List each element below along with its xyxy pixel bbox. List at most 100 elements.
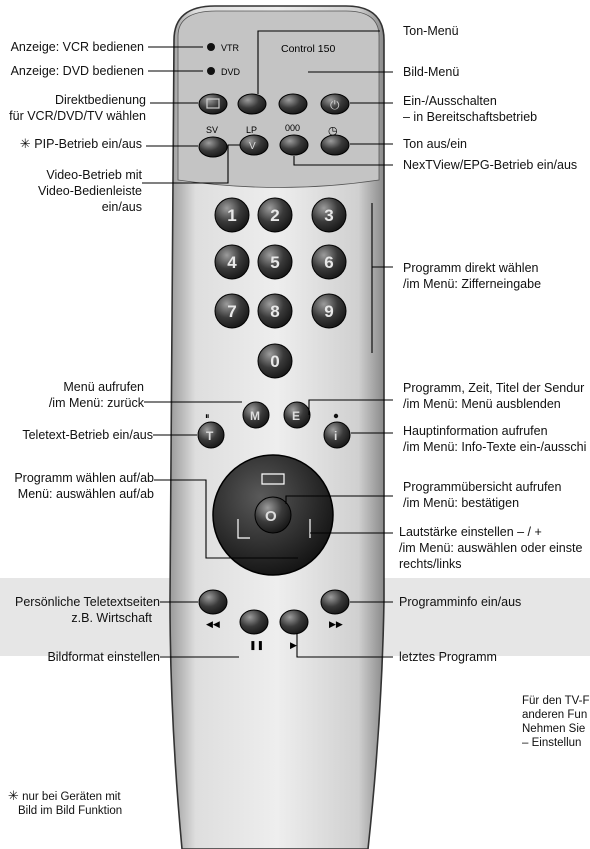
label-menu-open: Menü aufrufen: [63, 380, 144, 394]
label-picture-menu: Bild-Menü: [403, 65, 460, 79]
pip-button: [198, 136, 228, 158]
label-nextview: NexTView/EPG-Betrieb ein/aus: [403, 158, 578, 172]
label-lp: LP: [246, 125, 257, 135]
footnote-text-1: nur bei Geräten mit: [22, 791, 121, 803]
side-note-line: anderen Fun: [522, 709, 588, 721]
teletext-key-label: T: [206, 429, 214, 443]
label-select-or-adjust: /im Menü: auswählen oder einste: [399, 541, 583, 555]
ok-key-label: O: [265, 508, 277, 525]
label-sound-menu: Ton-Menü: [403, 24, 459, 38]
label-menu-back: /im Menü: zurück: [48, 396, 144, 410]
side-note: Für den TV-F anderen Fun Nehmen Sie – Ei…: [522, 694, 590, 750]
label-picture-format: Bildformat einstellen: [47, 650, 160, 664]
digit-label-6: 6: [324, 253, 333, 272]
power-button: [320, 93, 350, 115]
model-name: Control 150: [281, 43, 335, 55]
digit-label-7: 7: [227, 302, 236, 321]
asterisk-mark: ✳: [19, 137, 31, 152]
digit-button-2: [257, 197, 293, 233]
nav-left-mark: [237, 519, 250, 539]
footnote-asterisk: ✳: [8, 789, 19, 804]
digit-button-7: [214, 293, 250, 329]
vtr-led: [207, 43, 215, 51]
label-teletext-pages: Persönliche Teletextseiten: [15, 595, 160, 609]
footnote-line-2: Bild im Bild Funktion: [18, 805, 123, 817]
side-note-line: Für den TV-F: [522, 695, 590, 707]
digit-label-2: 2: [270, 206, 279, 225]
label-standby: – in Bereitschaftsbetrieb: [403, 110, 538, 124]
digit-label-1: 1: [227, 206, 236, 225]
program-info-button: [320, 589, 350, 615]
label-menu-updown: Menü: auswählen auf/ab: [17, 487, 154, 501]
label-program-overview: Programmübersicht aufrufen: [403, 480, 562, 494]
digit-button-8: [257, 293, 293, 329]
digit-label-4: 4: [227, 253, 237, 272]
power-glyph-icon: ⏻: [330, 98, 340, 112]
digit-label-3: 3: [324, 206, 333, 225]
dvd-led-label: DVD: [221, 67, 241, 77]
label-dvd-indicator: Anzeige: DVD bedienen: [10, 64, 144, 78]
sound-menu-button: [237, 93, 267, 115]
label-program-info: Programminfo ein/aus: [399, 595, 522, 609]
side-note-line: Nehmen Sie: [522, 723, 586, 735]
label-last-program: letztes Programm: [399, 650, 497, 664]
digit-button-5: [257, 244, 293, 280]
label-digit-entry: /im Menü: Zifferneingabe: [403, 277, 542, 291]
digit-label-8: 8: [270, 302, 279, 321]
format-button: [239, 609, 269, 635]
digit-button-6: [311, 244, 347, 280]
dvd-led: [207, 67, 215, 75]
digit-button-0: [257, 343, 293, 379]
label-sv: SV: [206, 125, 218, 135]
label-teletext: Teletext-Betrieb ein/aus: [22, 428, 153, 442]
info-key-label: i: [334, 429, 337, 443]
info-button: [323, 421, 351, 449]
digit-button-4: [214, 244, 250, 280]
teletext-button: [197, 421, 225, 449]
digit-button-3: [311, 197, 347, 233]
epg-key-label: E: [292, 409, 300, 423]
digit-label-9: 9: [324, 302, 333, 321]
label-volume: Lautstärke einstellen – / +: [399, 525, 542, 539]
label-main-info: Hauptinformation aufrufen: [403, 424, 548, 438]
label-confirm: /im Menü: bestätigen: [403, 496, 520, 510]
mute-button: [320, 134, 350, 156]
label-hide-menu: /im Menü: Menü ausblenden: [403, 397, 561, 411]
digit-button-9: [311, 293, 347, 329]
ok-button: [254, 496, 292, 534]
side-note-line: – Einstellun: [522, 737, 582, 749]
label-info-texts: /im Menü: Info-Texte ein-/ausschi: [403, 440, 587, 454]
label-pip: ✳ PIP-Betrieb ein/aus: [20, 137, 142, 152]
menu-key-label: M: [250, 409, 260, 423]
label-program-updown: Programm wählen auf/ab: [14, 471, 154, 485]
pause-icon: ❚❚: [249, 641, 264, 651]
label-video-3: ein/aus: [101, 200, 142, 214]
digit-label-0: 0: [270, 352, 279, 371]
digit-button-1: [214, 197, 250, 233]
digit-label-5: 5: [270, 253, 279, 272]
last-program-button: [279, 609, 309, 635]
label-right-left: rechts/links: [399, 557, 462, 571]
mode-button-glyph: [206, 98, 220, 109]
label-direct-program: Programm direkt wählen: [403, 261, 539, 275]
vtr-led-label: VTR: [221, 43, 240, 53]
nav-up-mark: [261, 473, 285, 485]
leader-lines: [142, 30, 393, 658]
label-teletext-example: z.B. Wirtschaft: [71, 611, 152, 625]
teletext-pages-button: [198, 589, 228, 615]
clock-icon: ◷: [328, 124, 338, 137]
footnote: ✳ nur bei Geräten mit Bild im Bild Funkt…: [8, 790, 122, 818]
label-000: 000: [285, 123, 300, 133]
menu-button: [242, 401, 270, 429]
label-power: Ein-/Ausschalten: [403, 94, 497, 108]
label-vcr-indicator: Anzeige: VCR bedienen: [10, 40, 144, 54]
label-mute: Ton aus/ein: [403, 137, 467, 151]
nextview-button: [279, 134, 309, 156]
label-program-time-title: Programm, Zeit, Titel der Sendur: [403, 381, 585, 395]
label-video-2: Video-Bedienleiste: [37, 184, 142, 198]
label-select-device: für VCR/DVD/TV wählen: [9, 109, 146, 123]
mode-button: [198, 93, 228, 115]
epg-button: [283, 401, 311, 429]
